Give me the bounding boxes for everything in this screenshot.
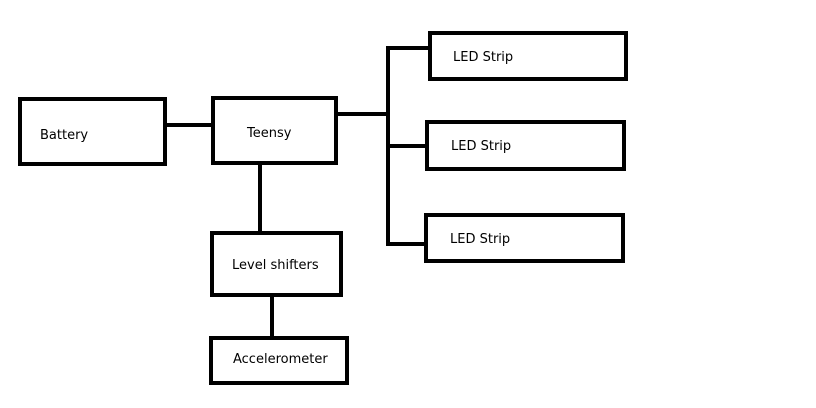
led-strip-label-2: LED Strip (451, 139, 511, 154)
teensy-block: Teensy (211, 96, 338, 165)
level-shifters-box (210, 231, 343, 297)
led-strip-box-3 (424, 213, 625, 263)
led-strip-block-2: LED Strip (425, 120, 626, 171)
accelerometer-block: Accelerometer (209, 336, 349, 385)
battery-box (18, 97, 167, 166)
led-strip-block-3: LED Strip (424, 213, 625, 263)
teensy-label: Teensy (246, 126, 292, 141)
battery-block: Battery (18, 97, 167, 166)
led-strip-label-1: LED Strip (453, 50, 513, 65)
accelerometer-box (209, 336, 349, 385)
teensy-box (211, 96, 338, 165)
battery-label: Battery (40, 128, 88, 143)
level-shifters-label: Level shifters (232, 258, 319, 273)
led-strip-box-1 (428, 31, 628, 81)
accelerometer-label: Accelerometer (233, 352, 328, 367)
led-strip-block-1: LED Strip (428, 31, 628, 81)
led-strip-label-3: LED Strip (450, 232, 510, 247)
level-shifters-block: Level shifters (210, 231, 343, 297)
led-strip-box-2 (425, 120, 626, 171)
